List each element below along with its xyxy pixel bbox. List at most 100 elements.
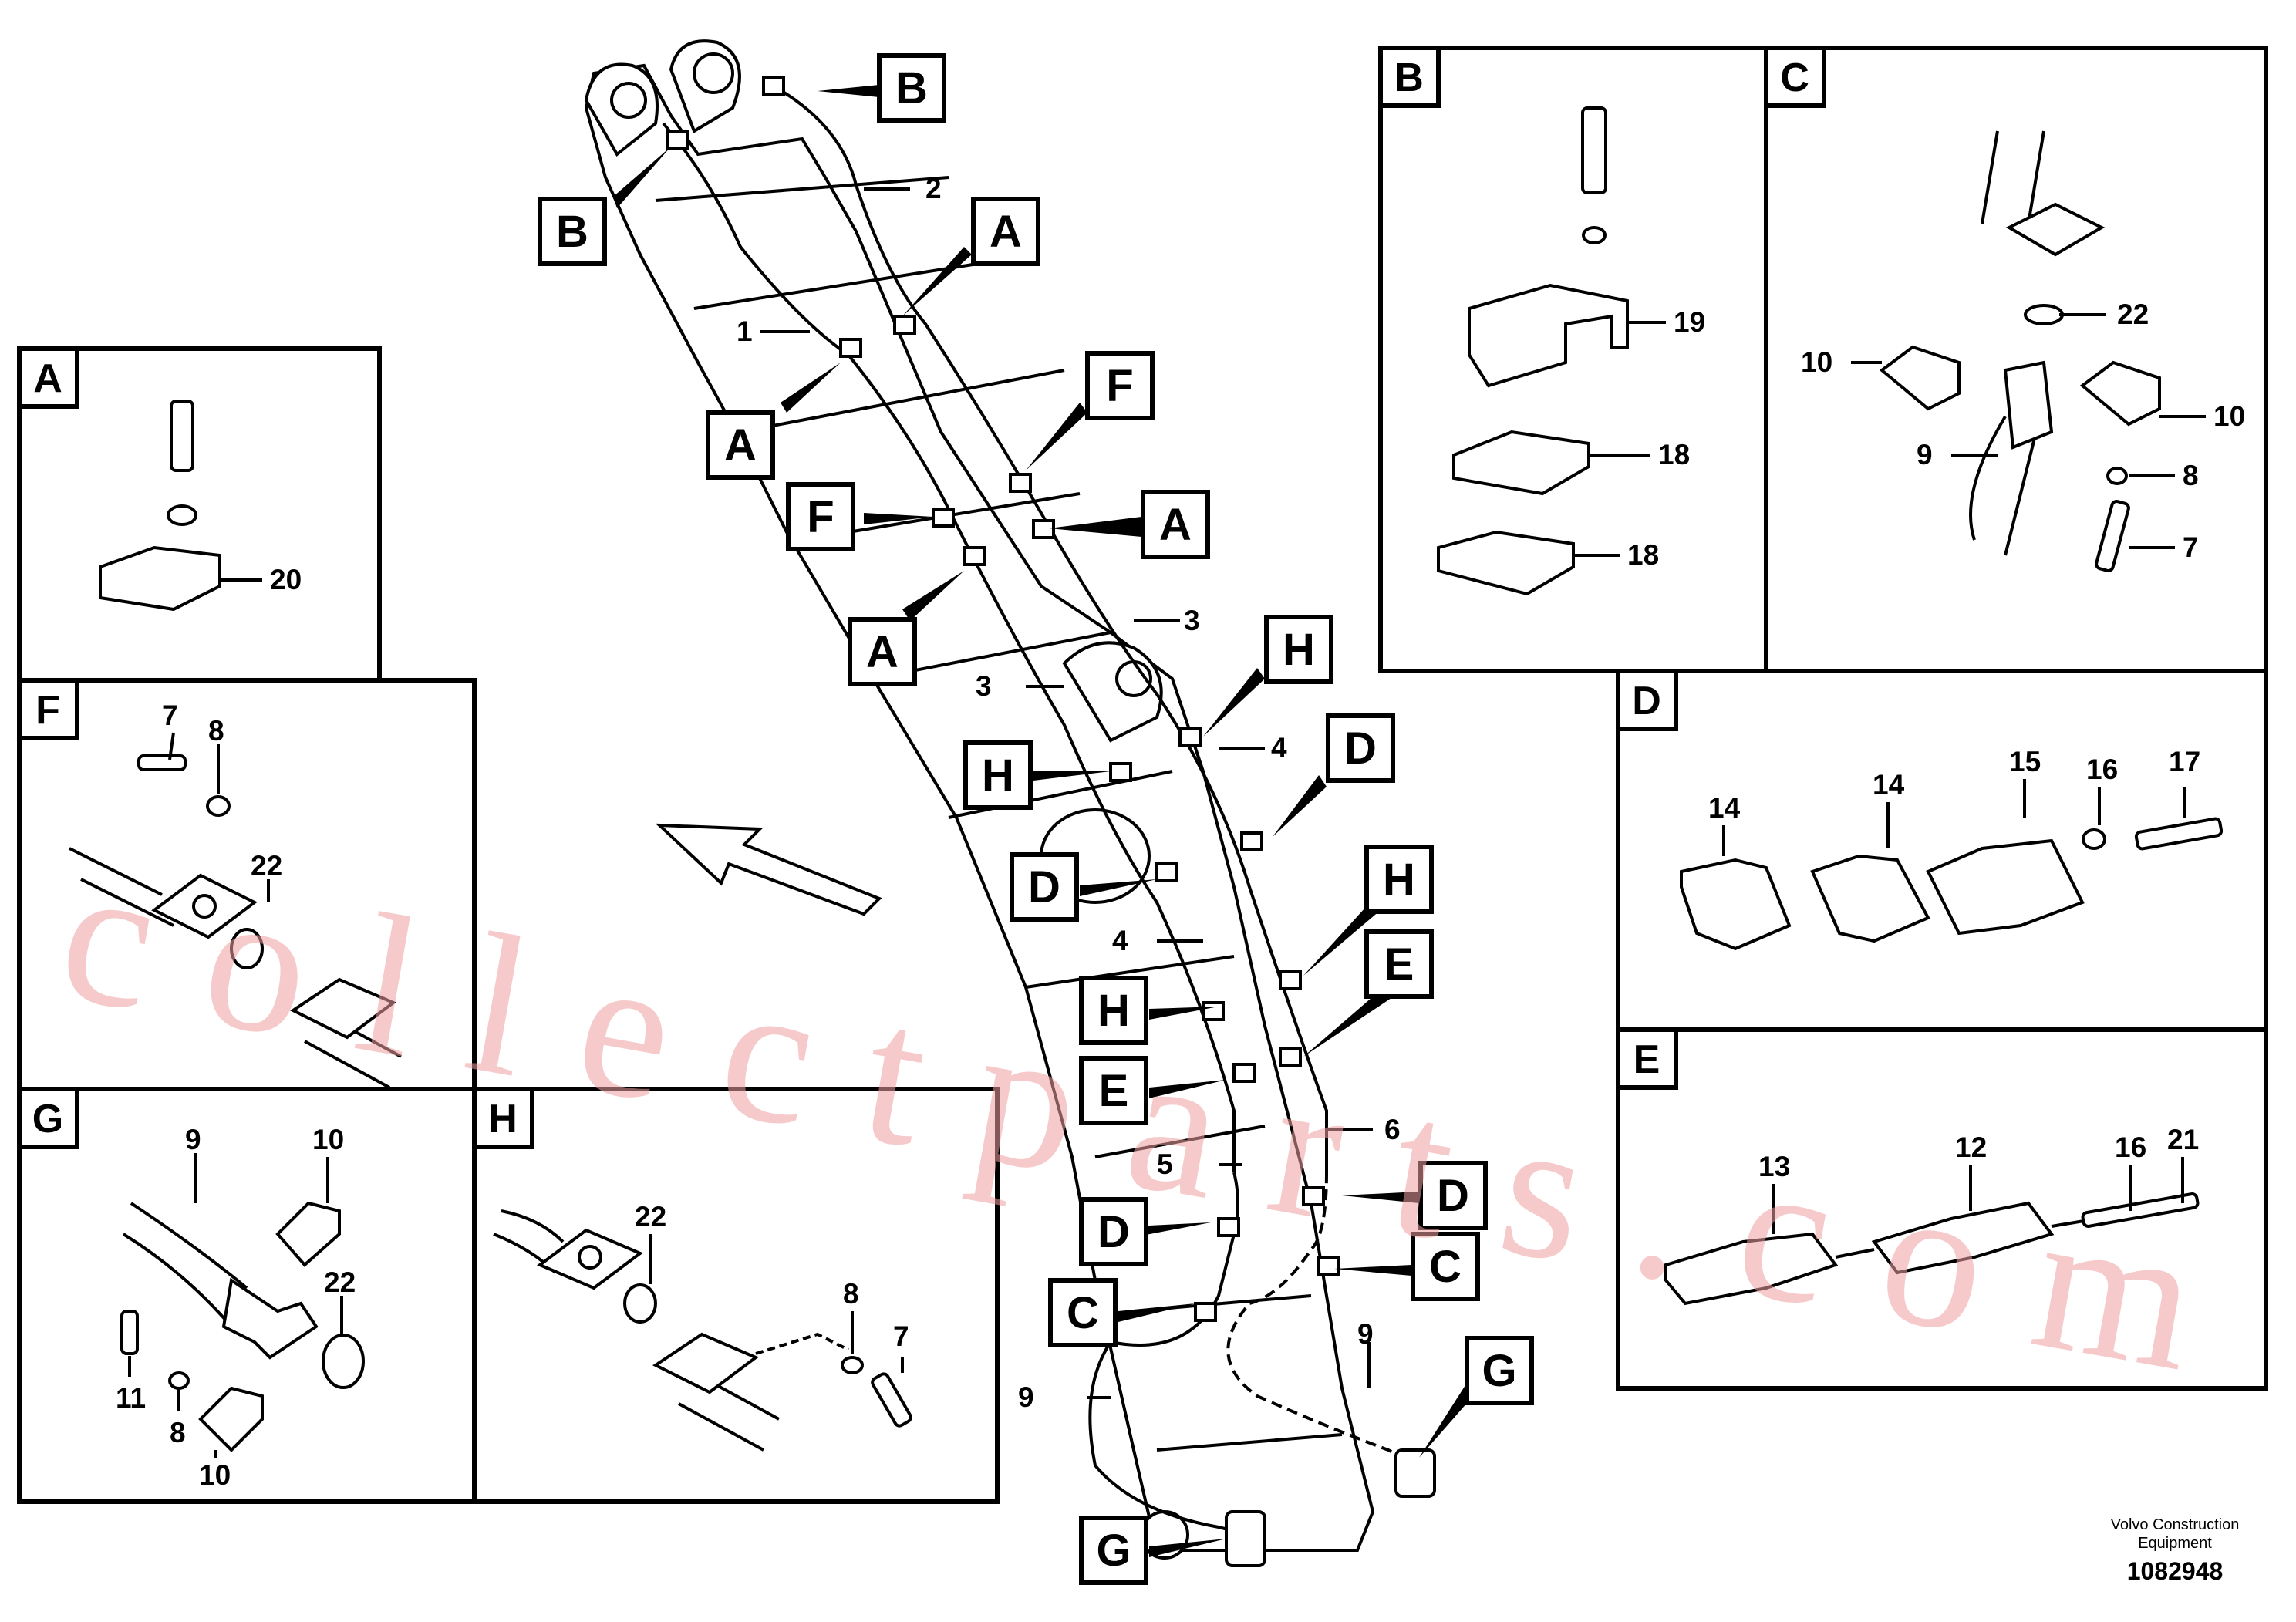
tag-E-2: E <box>1079 1056 1148 1125</box>
washer <box>167 504 197 526</box>
label-5: 5 <box>1157 1148 1173 1180</box>
half-clamp-bottom-G <box>198 1386 264 1452</box>
oring-H <box>623 1283 657 1324</box>
panel-E-label-21: 21 <box>2167 1124 2199 1155</box>
block-14a <box>1680 858 1792 951</box>
bolt-B <box>1581 106 1607 194</box>
panel-C-label-7: 7 <box>2183 531 2199 563</box>
oring-C <box>2024 304 2064 325</box>
oring-F <box>230 928 264 969</box>
panel-A-header: A <box>33 356 62 401</box>
panel-D-label-14b: 14 <box>1873 769 1905 801</box>
block-15 <box>1926 838 2085 936</box>
panel-C-header: C <box>1780 56 1809 100</box>
panel-H-label-22: 22 <box>635 1201 666 1233</box>
flange-C <box>2005 202 2106 257</box>
svg-text:H: H <box>1283 625 1315 675</box>
tag-G-2: G <box>1079 1516 1148 1585</box>
svg-text:A: A <box>1159 500 1192 550</box>
main-callouts: B B A A F F A A H H D D H H E E D D C C … <box>538 53 1534 1585</box>
panel-H-label-8: 8 <box>843 1278 859 1310</box>
flange-hole-H <box>578 1245 602 1270</box>
label-2: 2 <box>925 173 942 204</box>
detail-panel-H: H 22 8 7 <box>472 1087 1000 1504</box>
strap-19 <box>1468 283 1629 388</box>
fitting-G-1 <box>1225 1510 1266 1567</box>
hose-6 <box>1226 1172 1420 1467</box>
panel-B-header: B <box>1394 56 1424 100</box>
svg-text:F: F <box>807 492 834 542</box>
bolt-F <box>137 754 187 771</box>
svg-text:C: C <box>1067 1288 1099 1338</box>
footer: Volvo Construction Equipment 1082948 <box>2111 1516 2240 1585</box>
svg-text:G: G <box>1482 1346 1516 1396</box>
footer-brand-1: Volvo Construction <box>2111 1516 2240 1533</box>
svg-text:B: B <box>556 207 588 257</box>
drawing-number: 1082948 <box>2127 1557 2224 1585</box>
tag-D-3: D <box>1418 1161 1488 1230</box>
clamp-18-bottom <box>1437 530 1575 596</box>
tip-pin-hole-2 <box>693 52 734 94</box>
tag-D-4: D <box>1079 1197 1148 1266</box>
svg-text:D: D <box>1437 1171 1469 1221</box>
main-number-labels: 2 1 3 3 4 4 5 6 9 9 <box>737 173 1401 1413</box>
detail-panel-C: C 22 10 10 9 8 7 <box>1764 46 2268 673</box>
panel-E-label-13: 13 <box>1758 1151 1790 1182</box>
svg-text:H: H <box>1383 855 1415 905</box>
panel-C-label-22: 22 <box>2117 298 2149 330</box>
panel-E-header: E <box>1633 1037 1660 1082</box>
panel-C-label-9: 9 <box>1917 439 1933 470</box>
tag-A-4: A <box>848 617 917 686</box>
detail-panel-D: D 14 14 15 16 17 <box>1616 669 2268 1032</box>
washer-B <box>1582 226 1607 244</box>
panel-H-label-7: 7 <box>893 1320 909 1352</box>
tag-A-2: A <box>706 410 775 480</box>
block-12 <box>1871 1201 2055 1275</box>
panel-F-header: F <box>35 688 60 733</box>
washer-F <box>206 795 231 817</box>
bolt-H <box>871 1372 912 1428</box>
svg-text:D: D <box>1344 723 1377 774</box>
tag-B-1: B <box>877 53 946 123</box>
svg-text:H: H <box>982 750 1014 801</box>
svg-text:C: C <box>1429 1242 1462 1292</box>
tag-F-2: F <box>786 482 855 551</box>
bolt-D <box>2134 817 2224 851</box>
tag-C-2: C <box>1048 1278 1118 1347</box>
hose-clamps <box>666 76 1340 1322</box>
panel-G-label-10b: 10 <box>199 1459 231 1491</box>
panel-G-label-11: 11 <box>116 1382 146 1414</box>
panel-G-label-9: 9 <box>185 1124 201 1155</box>
tag-F-1: F <box>1085 351 1155 420</box>
washer-D <box>2082 828 2106 850</box>
hose-2 <box>770 83 1328 1172</box>
svg-text:A: A <box>990 207 1022 257</box>
panel-G-header: G <box>32 1097 63 1141</box>
panel-C-label-10b: 10 <box>2213 400 2245 432</box>
bolt-E <box>2081 1192 2200 1228</box>
label-1: 1 <box>737 315 753 347</box>
label-6: 6 <box>1384 1114 1401 1145</box>
svg-text:B: B <box>895 63 928 113</box>
washer-C <box>2106 467 2128 485</box>
tip-pin-hole <box>610 82 647 119</box>
label-4a: 4 <box>1271 732 1287 764</box>
svg-text:D: D <box>1097 1207 1130 1257</box>
label-9b: 9 <box>1357 1318 1374 1350</box>
panel-D-label-17: 17 <box>2169 746 2200 777</box>
svg-text:E: E <box>1099 1066 1129 1116</box>
svg-text:A: A <box>724 420 757 470</box>
bolt-C <box>2095 500 2130 572</box>
panel-A-label-20: 20 <box>270 564 302 595</box>
svg-text:F: F <box>1106 361 1133 411</box>
detail-panel-E: E 13 12 16 21 <box>1616 1027 2268 1391</box>
clamp-18-top <box>1452 430 1590 496</box>
panel-D-header: D <box>1632 679 1661 723</box>
svg-text:G: G <box>1096 1526 1131 1576</box>
block-14b <box>1810 854 1930 943</box>
flange-F2 <box>290 977 396 1040</box>
panel-F-label-8: 8 <box>208 715 224 747</box>
panel-D-label-15: 15 <box>2009 746 2041 777</box>
block-13 <box>1664 1232 1839 1306</box>
